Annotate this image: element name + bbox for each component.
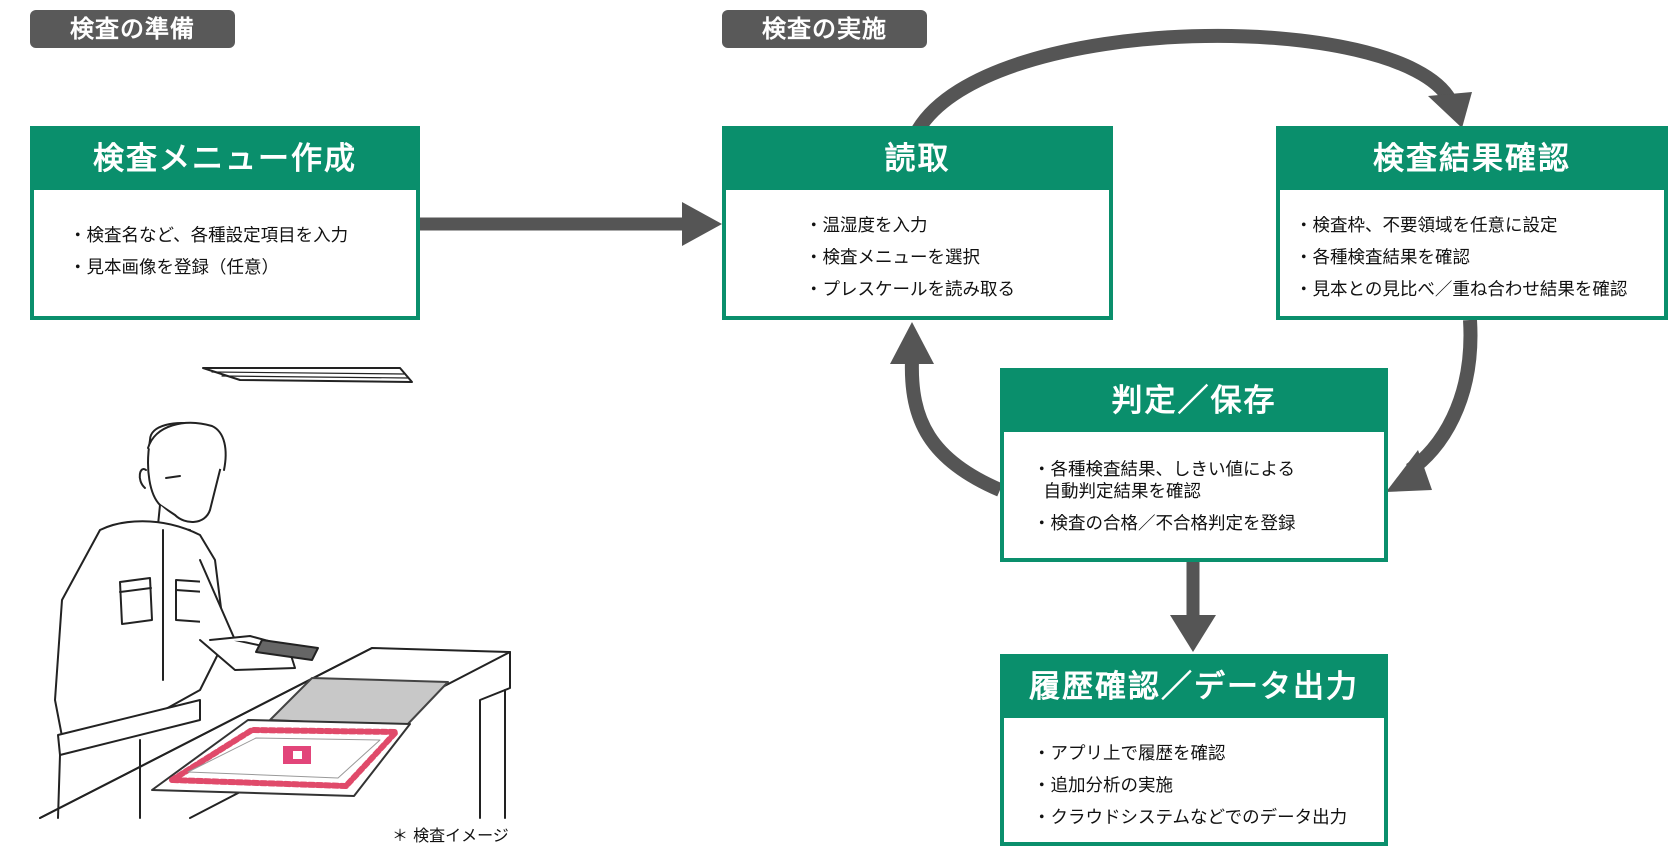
arrow-read-to-result-head: [1428, 92, 1472, 128]
result-check-item: 各種検査結果を確認: [1302, 242, 1664, 274]
history-output-box: 履歴確認／データ出力 アプリ上で履歴を確認 追加分析の実施 クラウドシステムなど…: [1000, 654, 1388, 846]
result-check-box: 検査結果確認 検査枠、不要領域を任意に設定 各種検査結果を確認 見本との見比べ／…: [1276, 126, 1668, 320]
inspection-image-note: ＊ 検査イメージ: [392, 826, 509, 845]
menu-create-box: 検査メニュー作成 検査名など、各種設定項目を入力 見本画像を登録（任意）: [30, 126, 420, 320]
judge-save-item: 各種検査結果、しきい値による: [1040, 454, 1384, 486]
section-label-prep: 検査の準備: [30, 10, 235, 48]
arrow-judge-to-history-head: [1170, 615, 1216, 652]
menu-create-title: 検査メニュー作成: [34, 130, 416, 190]
read-item: 検査メニューを選択: [812, 242, 1109, 274]
arrow-judge-to-read-head: [890, 322, 934, 364]
prescale-sheet: [151, 719, 411, 797]
arrow-menu-to-read-head: [682, 202, 722, 246]
read-item: プレスケールを読み取る: [812, 274, 1109, 306]
arrow-judge-to-read: [904, 359, 1003, 497]
arrow-result-to-judge-head: [1386, 450, 1432, 492]
read-title: 読取: [726, 130, 1109, 190]
tablet-device: [255, 639, 319, 661]
judge-save-item: 検査の合格／不合格判定を登録: [1040, 508, 1384, 540]
result-check-title: 検査結果確認: [1280, 130, 1664, 190]
read-box: 読取 温湿度を入力 検査メニューを選択 プレスケールを読み取る: [722, 126, 1113, 320]
judge-save-item-cont: 自動判定結果を確認: [1043, 482, 1202, 502]
history-output-item: 追加分析の実施: [1040, 770, 1384, 802]
person-figure: [54, 421, 319, 819]
menu-create-item: 検査名など、各種設定項目を入力: [76, 220, 416, 252]
result-check-item: 見本との見比べ／重ね合わせ結果を確認: [1302, 274, 1664, 306]
history-output-item: クラウドシステムなどでのデータ出力: [1040, 802, 1384, 834]
light-bar: [202, 367, 413, 383]
gray-mat: [269, 677, 449, 727]
arrow-read-to-result: [912, 28, 1457, 134]
section-label-exec: 検査の実施: [722, 10, 927, 48]
judge-save-title: 判定／保存: [1004, 372, 1384, 432]
judge-save-box: 判定／保存 各種検査結果、しきい値による 自動判定結果を確認 検査の合格／不合格…: [1000, 368, 1388, 562]
history-output-title: 履歴確認／データ出力: [1004, 658, 1384, 718]
result-check-item: 検査枠、不要領域を任意に設定: [1302, 210, 1664, 242]
read-item: 温湿度を入力: [812, 210, 1109, 242]
menu-create-item: 見本画像を登録（任意）: [76, 252, 416, 284]
history-output-item: アプリ上で履歴を確認: [1040, 738, 1384, 770]
